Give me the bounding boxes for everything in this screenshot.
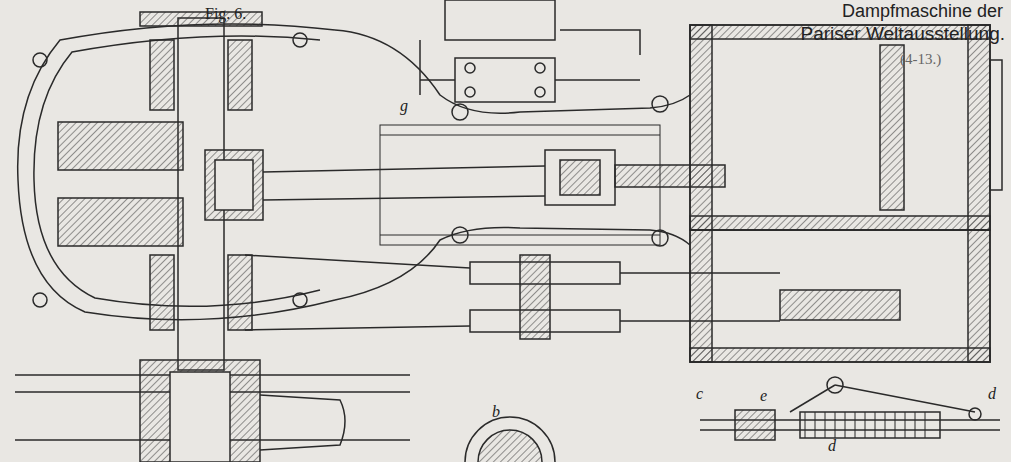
part-letter: d [828,438,836,454]
part-letter: b [492,404,500,420]
exhibition-title: Pariser Weltausstellung. [800,24,1005,43]
part-letter: c [696,386,703,402]
part-letter: d [988,386,996,402]
part-letter: e [760,388,767,404]
part-letter: g [400,98,408,114]
sheet-number: (4-13.) [900,52,941,67]
heading-text: Dampfmaschine der [842,2,1003,20]
figure-number: Fig. 6. [205,6,246,22]
